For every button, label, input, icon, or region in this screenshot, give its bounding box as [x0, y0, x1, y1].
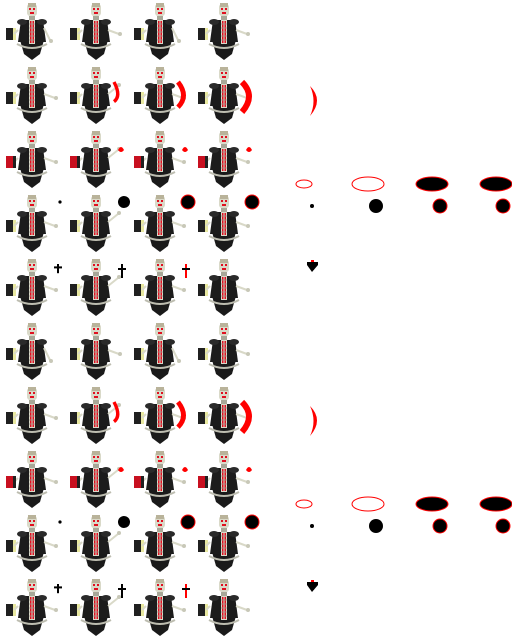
sprite-frame-orb: [5, 514, 62, 573]
sprite-frame-fire: [69, 130, 124, 189]
sprite-frame-idle: [133, 2, 182, 61]
sprite-frame-slash: [69, 386, 122, 445]
sprite-frame-idle: [197, 2, 251, 61]
projectile-dagger: [307, 580, 318, 592]
sprite-frame-slash: [5, 386, 59, 445]
sprite-frame-orb: [133, 514, 196, 573]
sprite-frame-fire: [197, 130, 252, 189]
sprite-frame-orb: [197, 194, 260, 253]
sprite-frame-fire: [133, 450, 188, 509]
projectile-orb: [310, 518, 511, 534]
sprite-frame-idle: [5, 2, 54, 61]
sprite-frame-summon-dagger: [69, 258, 126, 317]
sprite-frame-summon-dagger: [197, 258, 251, 317]
sprite-frame-idle: [5, 322, 54, 381]
projectile-ring: [295, 496, 512, 512]
sprite-frame-fire: [5, 450, 59, 509]
sprite-frame-summon-dagger: [197, 578, 251, 637]
sprite-frame-idle: [197, 322, 251, 381]
sprite-frame-fire: [133, 130, 188, 189]
sprite-frame-idle: [69, 322, 123, 381]
projectile-ring: [295, 176, 512, 192]
projectile-crescent: [310, 86, 317, 116]
sprite-frame-slash: [197, 66, 252, 125]
sprite-frame-orb: [197, 514, 260, 573]
sprite-frame-slash: [69, 66, 122, 125]
sprite-frame-slash: [5, 66, 59, 125]
sprite-frame-summon-dagger: [133, 578, 190, 637]
projectile-crescent: [310, 406, 317, 436]
sprite-frame-idle: [133, 322, 182, 381]
sprite-frame-slash: [133, 66, 187, 125]
sprite-frame-orb: [133, 194, 196, 253]
sprite-frame-summon-dagger: [69, 578, 126, 637]
sprite-frame-slash: [133, 386, 187, 445]
sprite-frame-orb: [69, 514, 130, 573]
sprite-frame-idle: [69, 2, 123, 61]
projectile-orb: [310, 198, 511, 214]
sprite-frame-slash: [197, 386, 252, 445]
sprite-frame-summon-dagger: [5, 258, 62, 317]
sprite-frame-fire: [5, 130, 59, 189]
sprite-frame-orb: [5, 194, 62, 253]
sprite-frame-orb: [69, 194, 130, 253]
sprite-frame-summon-dagger: [133, 258, 190, 317]
sprite-frame-fire: [69, 450, 124, 509]
projectile-dagger: [307, 260, 318, 272]
sprite-frame-fire: [197, 450, 252, 509]
sprite-frame-summon-dagger: [5, 578, 62, 637]
